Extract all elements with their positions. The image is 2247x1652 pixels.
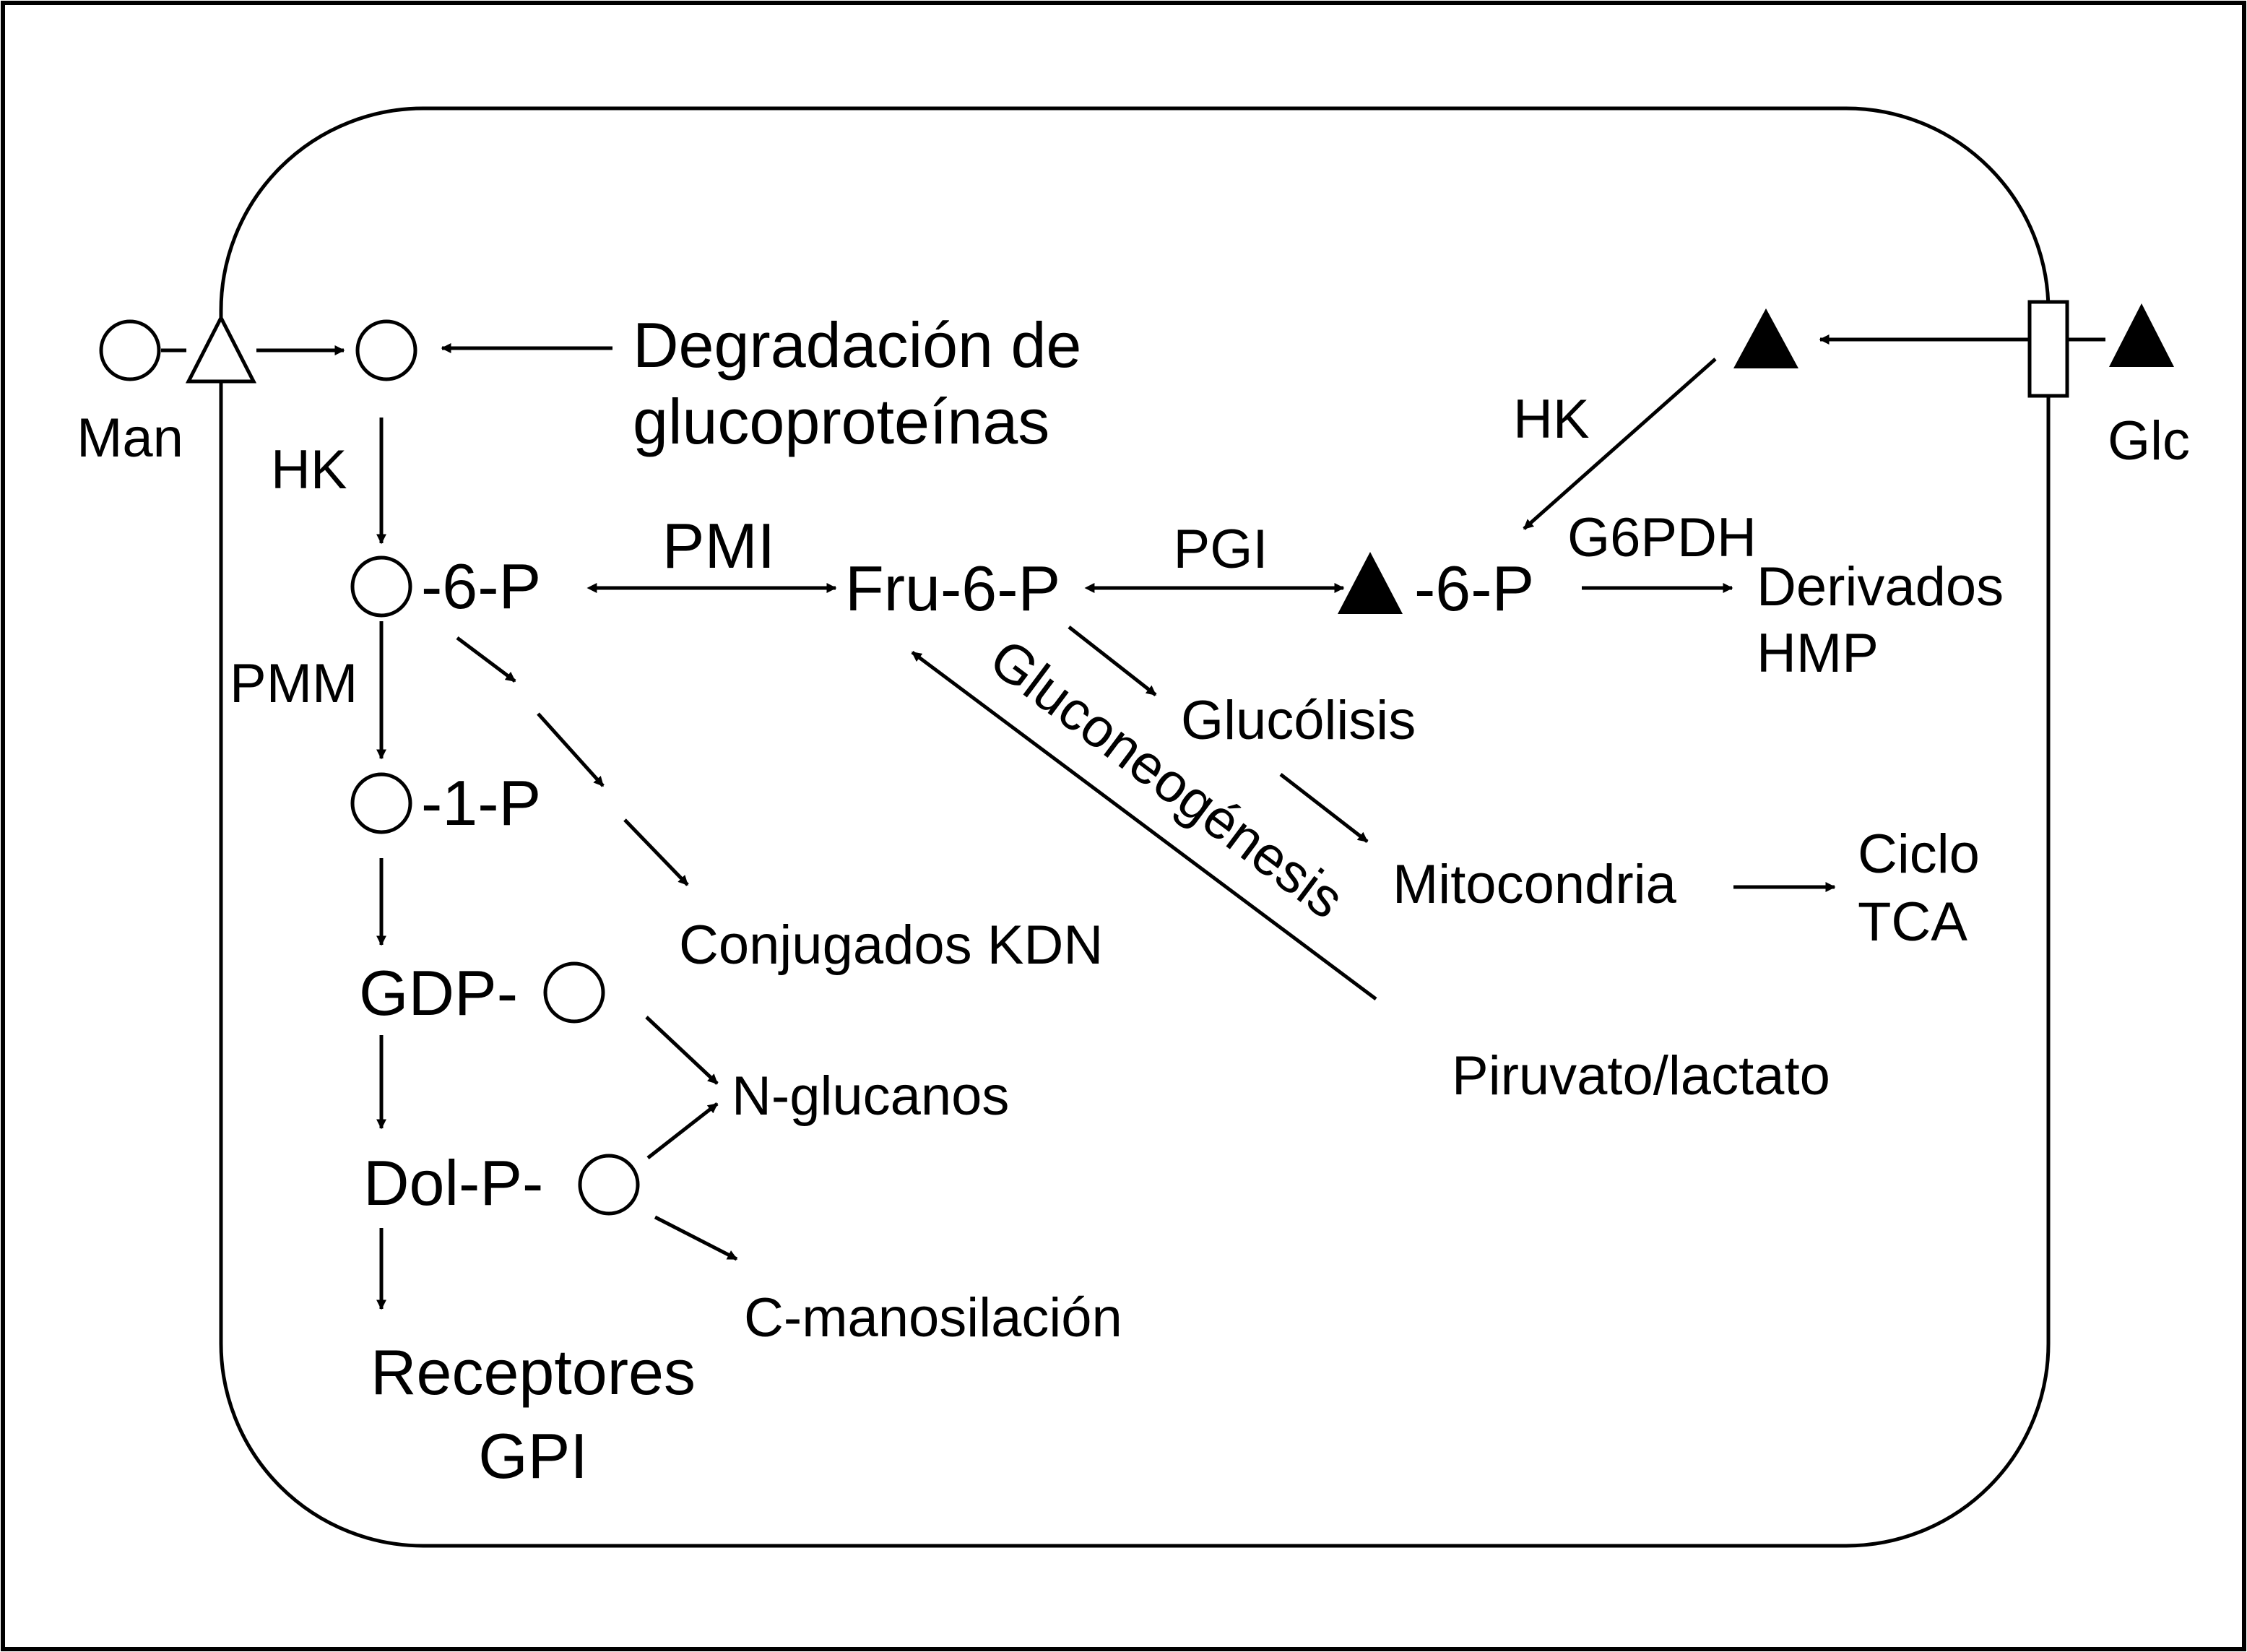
glc-6-p-triangle-icon [1338,552,1403,614]
tca-cycle-label-line2: TCA [1858,891,1967,953]
hmp-derivatives-label: Derivados [1757,556,2004,618]
pgi-enzyme-label: PGI [1174,519,1268,580]
cmannosylation-label: C-manosilación [744,1287,1122,1349]
fru-6-p-label: Fru-6-P [845,553,1060,624]
degradation-label: Degradación de [633,309,1081,381]
cmannosylation-arrow [654,1215,738,1261]
glucose-label: Glc [2108,410,2190,472]
hk-right-arrow [1523,358,1717,530]
mitochondria-arrow [1279,773,1369,843]
mannose-inside-icon [355,319,417,381]
man-6-p-label: -6-P [421,550,541,622]
kdn-dashed-arrow-segment-3 [623,818,689,886]
nglycans-from-dolp-arrow [646,1102,719,1159]
glc-6-p-label: -6-P [1414,553,1534,624]
glycolysis-label: Glucólisis [1181,690,1416,751]
hk-enzyme-label-left: HK [271,439,347,501]
hmp-derivatives-label-line2: HMP [1757,623,1879,684]
kdn-dashed-arrow-segment-1 [456,636,516,683]
pmm-enzyme-label: PMM [230,653,358,714]
kdn-dashed-arrow-segment-2 [537,712,605,787]
gpi-receptors-label-line2: GPI [478,1420,588,1492]
mannose-outside-icon [99,319,161,381]
man-1-p-label: -1-P [421,767,541,839]
gdp-label: GDP- [359,957,518,1029]
mannose-label: Man [77,407,183,469]
pmi-enzyme-label: PMI [662,510,775,581]
tca-cycle-label: Ciclo [1858,823,1980,885]
gpi-receptors-label: Receptores [371,1336,696,1408]
kdn-conjugates-label: Conjugados KDN [679,914,1103,976]
gdp-mannose-circle-icon [543,961,605,1024]
degradation-label-line2: glucoproteínas [633,386,1049,457]
pyruvate-lactate-label: Piruvato/lactato [1452,1045,1830,1107]
nglycans-from-gdp-arrow [645,1016,719,1085]
g6pdh-enzyme-label: G6PDH [1567,507,1757,568]
man-1-p-circle-icon [350,772,412,834]
dolp-mannose-circle-icon [578,1154,640,1216]
gluconeogenesis-arrow [911,650,1377,1001]
nglycans-label: N-glucanos [732,1065,1009,1127]
glucose-transporter-icon [2027,300,2069,398]
glycolysis-arrow [1068,626,1157,696]
mannose-transporter-icon [185,313,257,384]
mitochondria-label: Mitocondria [1393,854,1677,915]
hk-enzyme-label-right: HK [1513,389,1590,450]
man-6-p-circle-icon [350,555,412,618]
dolp-label: Dol-P- [363,1147,543,1219]
glucose-inside-icon [1733,308,1798,368]
glucose-outside-icon [2109,303,2174,367]
